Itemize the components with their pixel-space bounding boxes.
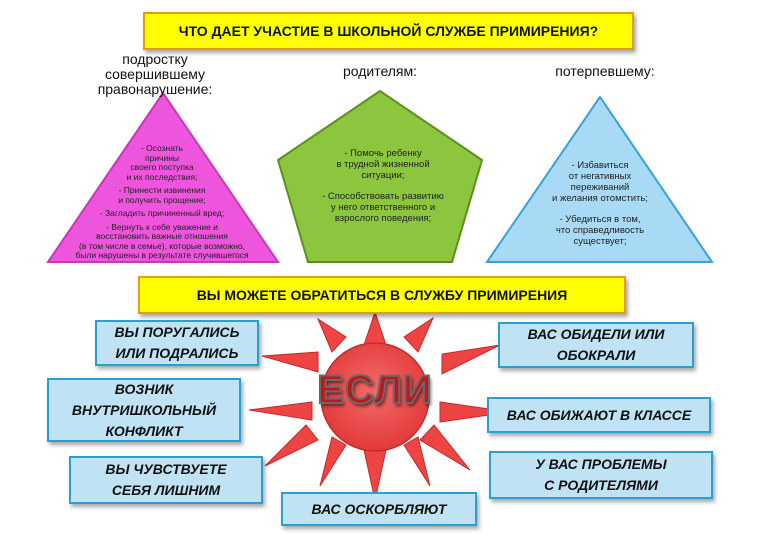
parents-heading: родителям: [342,63,418,79]
situation-box: ВЫ ПОРУГАЛИСЬ ИЛИ ПОДРАЛИСЬ [95,320,259,366]
teen-heading: подростку совершившему правонарушение: [97,51,213,97]
center-word: ЕСЛИ [316,367,433,413]
situation-box: У ВАС ПРОБЛЕМЫ С РОДИТЕЛЯМИ [489,451,713,499]
situation-box: ВАС ОСКОРБЛЯЮТ [281,492,477,526]
parents-item: - Помочь ребенку в трудной жизненной сит… [336,148,430,181]
victim-item: - Избавиться от негативных переживаний и… [552,160,648,204]
sun-rays [248,310,511,501]
situation-box: ВЫ ЧУВСТВУЕТЕ СЕБЯ ЛИШНИМ [69,456,263,504]
subtitle-banner: ВЫ МОЖЕТЕ ОБРАТИТЬСЯ В СЛУЖБУ ПРИМИРЕНИЯ [138,276,626,314]
victim-item: - Убедиться в том, что справедливость су… [555,214,645,247]
parents-item: - Способствовать развитию у него ответст… [322,191,444,224]
teen-item: - Осознать причины своего поступка и их … [126,143,198,182]
sun-disc [320,342,430,452]
parents-benefits: - Помочь ребенку в трудной жизненной сит… [300,148,466,234]
teen-benefits: - Осознать причины своего поступка и их … [62,143,262,265]
teen-item: - Принести извинения и получить прощение… [118,185,206,205]
situation-box: ВАС ОБИЖАЮТ В КЛАССЕ [487,397,711,433]
situation-box: ВОЗНИК ВНУТРИШКОЛЬНЫЙ КОНФЛИКТ [47,378,241,442]
victim-benefits: - Избавиться от негативных переживаний и… [520,160,680,257]
teen-item: - Вернуть к себе уважение и восстановить… [75,221,249,260]
teen-item: - Загладить причиненный вред; [99,208,225,218]
parents-pentagon [276,89,484,263]
teen-triangle [46,91,280,263]
victim-triangle [485,95,714,263]
situation-box: ВАС ОБИДЕЛИ ИЛИ ОБОКРАЛИ [498,322,694,368]
victim-heading: потерпевшему: [555,63,655,79]
title-banner: ЧТО ДАЕТ УЧАСТИЕ В ШКОЛЬНОЙ СЛУЖБЕ ПРИМИ… [143,12,634,50]
